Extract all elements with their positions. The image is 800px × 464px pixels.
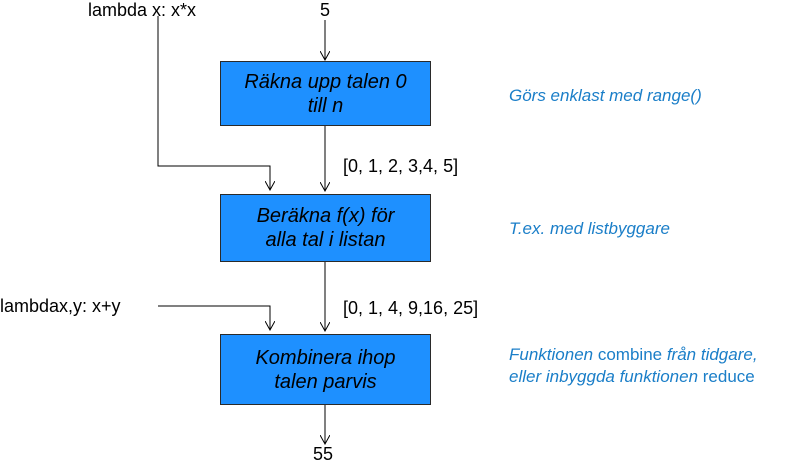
reduce-note-line2: eller inbyggda funktionen reduce xyxy=(509,366,758,388)
map-box-line2: alla tal i listan xyxy=(265,229,386,251)
input-number-label: 5 xyxy=(320,0,331,20)
result-label: 55 xyxy=(313,444,334,464)
reduce-note: Funktionen combine från tidgare, eller i… xyxy=(509,344,758,388)
reduce-note-part1: Funktionen xyxy=(509,345,594,364)
map-note: T.ex. med listbyggare xyxy=(509,219,670,238)
reduce-note-part4: eller inbyggda funktionen xyxy=(509,367,699,386)
reduce-note-part5: reduce xyxy=(698,367,755,386)
reduce-box-line2: talen parvis xyxy=(274,370,377,393)
reduce-note-part3: från tidgare, xyxy=(666,345,758,364)
reduce-note-part2: combine xyxy=(593,345,667,364)
reduce-box-line1: Kombinera ihop xyxy=(255,346,396,369)
reduce-box: Kombinera ihop talen parvis xyxy=(220,334,431,405)
range-box-line2: till n xyxy=(307,94,344,117)
range-list-label: [0, 1, 2, 3,4, 5] xyxy=(343,156,459,176)
range-box-line1: Räkna upp talen 0 xyxy=(244,70,407,93)
range-box: Räkna upp talen 0 till n xyxy=(220,61,431,126)
squared-list-label: [0, 1, 4, 9,16, 25] xyxy=(343,298,479,318)
arrow-lambda-add-to-reduce xyxy=(158,305,270,330)
reduce-note-line1: Funktionen combine från tidgare, xyxy=(509,344,758,366)
range-note: Görs enklast med range() xyxy=(509,86,702,105)
lambda-square-label: lambda x: x*x xyxy=(88,0,197,20)
map-box: Beräkna f(x) för alla tal i listan xyxy=(220,194,431,262)
lambda-add-label: lambdax,y: x+y xyxy=(0,296,121,316)
arrow-lambda-square-to-map xyxy=(157,16,270,190)
map-box-line1: Beräkna f(x) för xyxy=(256,205,395,227)
